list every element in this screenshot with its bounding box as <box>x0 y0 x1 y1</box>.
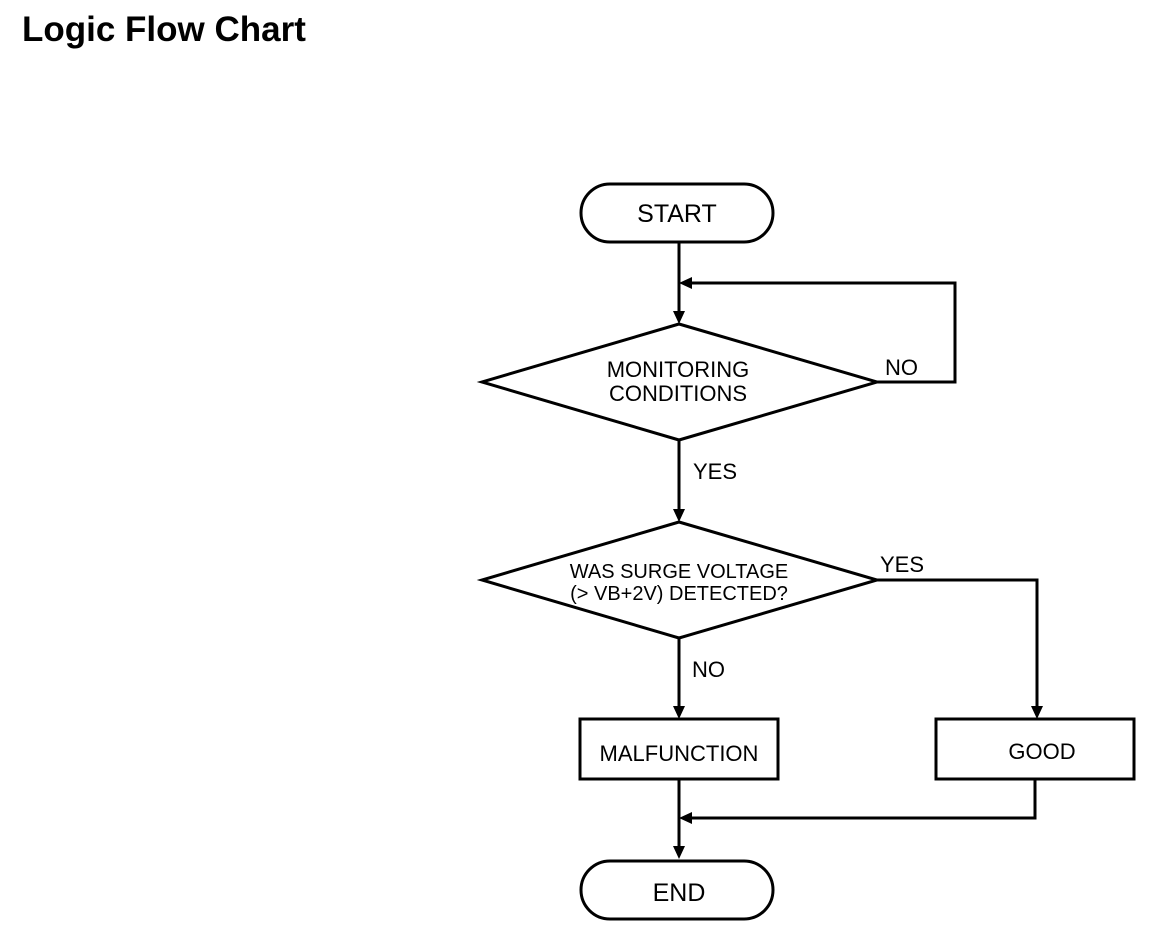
monitoring-no-label: NO <box>885 355 918 380</box>
end-node-label: END <box>653 879 706 907</box>
monitoring-conditions-decision: MONITORING CONDITIONS <box>476 322 883 442</box>
surge-no-label: NO <box>692 657 725 682</box>
arrowhead-end-in <box>673 846 685 859</box>
arrowhead-monitoring-in <box>673 311 685 324</box>
malfunction-node-label: MALFUNCTION <box>600 741 759 766</box>
surge-yes-label: YES <box>880 552 924 577</box>
start-node-shape <box>579 182 775 244</box>
end-node-shape <box>579 859 775 921</box>
start-node: START <box>579 182 775 244</box>
page-title: Logic Flow Chart <box>22 10 306 49</box>
surge-decision-line-1: WAS SURGE VOLTAGE <box>570 561 789 583</box>
monitoring-decision-line-1: MONITORING <box>607 357 750 382</box>
end-node: END <box>579 859 775 921</box>
start-node-label: START <box>637 200 717 228</box>
malfunction-node: MALFUNCTION <box>578 717 780 781</box>
monitoring-yes-label: YES <box>693 459 737 484</box>
good-node: GOOD <box>934 717 1136 781</box>
monitoring-decision-line-2: CONDITIONS <box>609 381 747 406</box>
arrowhead-good-in <box>1031 706 1043 719</box>
connector-good-to-end <box>691 779 1037 820</box>
good-node-shape <box>934 717 1136 781</box>
connector-surge-yes-to-good <box>877 578 1039 707</box>
arrowhead-monitoring-loop <box>679 277 692 289</box>
arrowhead-surge-in <box>673 509 685 522</box>
good-node-label: GOOD <box>1008 739 1075 764</box>
surge-voltage-decision: WAS SURGE VOLTAGE (> VB+2V) DETECTED? <box>476 520 883 640</box>
arrowhead-malfunction-in <box>673 706 685 719</box>
arrowhead-good-merge <box>679 812 692 824</box>
connector-monitoring-no-loop <box>691 281 957 384</box>
surge-decision-line-2: (> VB+2V) DETECTED? <box>570 583 788 605</box>
